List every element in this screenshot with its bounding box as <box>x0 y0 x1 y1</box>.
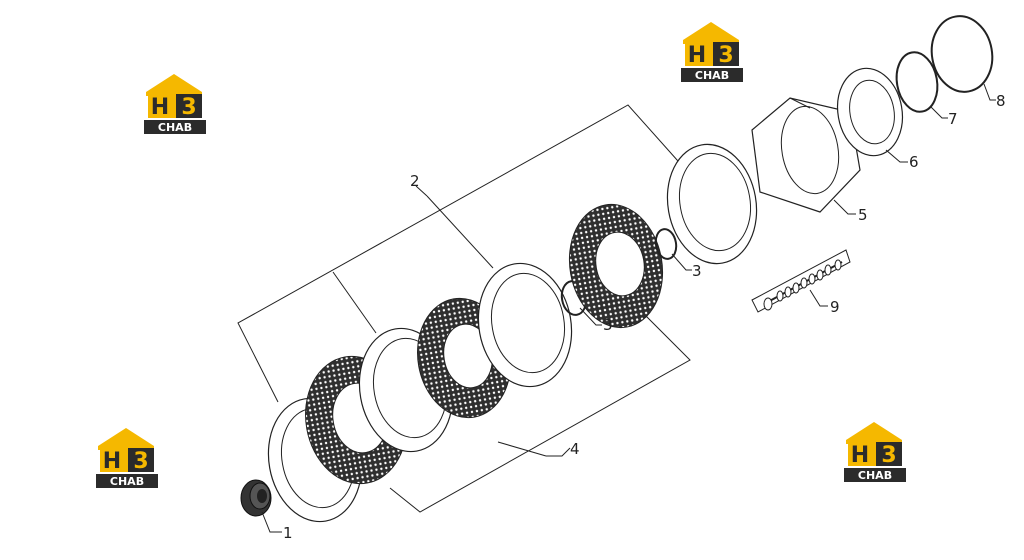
watermark-logo: H 3 CHAB <box>96 428 158 488</box>
part-pressure-plate <box>666 143 758 265</box>
part-8-o-ring <box>930 15 994 93</box>
logo-digit: 3 <box>718 43 733 68</box>
logo-letter: H <box>851 443 869 468</box>
part-9-bolt-kit <box>751 249 851 313</box>
watermark-logo: H 3 CHAB <box>144 74 206 134</box>
group-bracket-lines <box>237 104 691 513</box>
callout-9: 9 <box>830 298 840 316</box>
callout-3: 3 <box>603 316 613 334</box>
logo-letter: H <box>103 449 121 474</box>
logo-digit: 3 <box>181 95 196 120</box>
callout-6: 6 <box>909 153 919 171</box>
logo-letter: H <box>688 43 706 68</box>
callout-3: 3 <box>692 262 702 280</box>
leader-lines <box>261 83 996 533</box>
logo-name: CHAB <box>695 69 729 82</box>
logo-name: CHAB <box>158 121 192 134</box>
callout-7: 7 <box>948 110 958 128</box>
logo-letter: H <box>151 95 169 120</box>
logo-digit: 3 <box>881 443 896 468</box>
part-separator-plate <box>477 262 573 388</box>
logo-name: CHAB <box>858 469 892 482</box>
callout-1: 1 <box>283 524 293 542</box>
part-friction-disc <box>568 203 664 329</box>
logo-digit: 3 <box>133 449 148 474</box>
callout-5: 5 <box>858 206 868 224</box>
callout-2: 2 <box>410 172 420 190</box>
part-1-hub <box>240 479 272 517</box>
part-3-snap-ring <box>654 228 678 260</box>
part-5-piston <box>751 97 861 213</box>
logo-name: CHAB <box>110 475 144 488</box>
part-6-seal-ring <box>836 67 904 157</box>
watermark-logo: H 3 CHAB <box>844 422 906 482</box>
watermark-logo: H 3 CHAB <box>681 22 743 82</box>
part-7-o-ring <box>895 51 939 113</box>
callout-4: 4 <box>570 440 580 458</box>
callout-8: 8 <box>996 92 1006 110</box>
